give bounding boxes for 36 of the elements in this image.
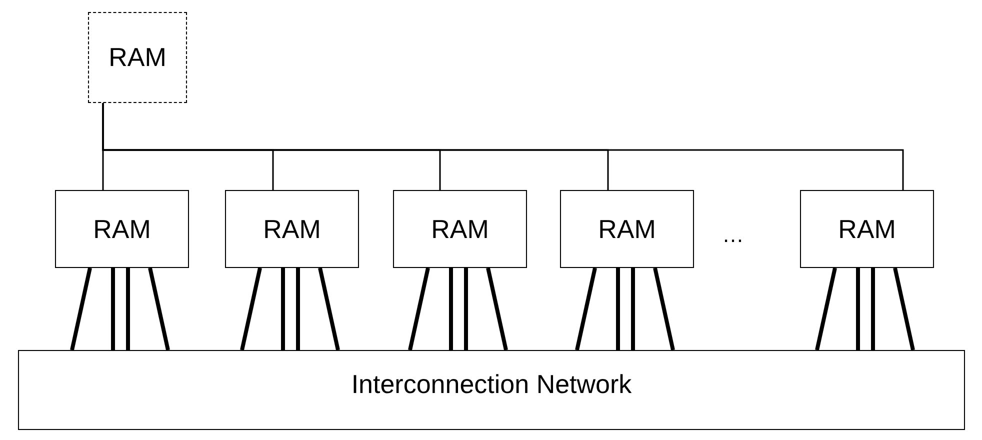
link-line xyxy=(893,268,915,350)
ellipsis-label: … xyxy=(722,222,744,248)
link-line xyxy=(464,268,468,350)
link-line xyxy=(70,268,92,350)
network-box xyxy=(18,350,965,430)
link-line xyxy=(631,268,635,350)
link-line xyxy=(616,268,620,350)
node-label: RAM xyxy=(93,214,151,244)
link-line xyxy=(449,268,453,350)
memory-box xyxy=(393,190,527,268)
node-label: RAM xyxy=(598,214,656,244)
link-line xyxy=(575,268,597,350)
node-label: Interconnection Network xyxy=(351,369,632,400)
link-line xyxy=(871,268,875,350)
optional-memory-box xyxy=(88,12,187,103)
link-line xyxy=(318,268,340,350)
bus-line xyxy=(102,103,904,190)
link-line xyxy=(486,268,508,350)
link-line xyxy=(296,268,300,350)
link-line xyxy=(126,268,130,350)
node-label: RAM xyxy=(263,214,321,244)
link-line xyxy=(111,268,115,350)
link-line xyxy=(653,268,675,350)
link-line xyxy=(148,268,170,350)
node-label: RAM xyxy=(108,42,166,73)
memory-box xyxy=(225,190,359,268)
memory-box xyxy=(55,190,189,268)
link-line xyxy=(856,268,860,350)
link-line xyxy=(408,268,430,350)
memory-box xyxy=(560,190,694,268)
link-line xyxy=(815,268,837,350)
link-line xyxy=(240,268,262,350)
link-line xyxy=(281,268,285,350)
node-label: RAM xyxy=(838,214,896,244)
memory-box xyxy=(800,190,934,268)
node-label: RAM xyxy=(431,214,489,244)
